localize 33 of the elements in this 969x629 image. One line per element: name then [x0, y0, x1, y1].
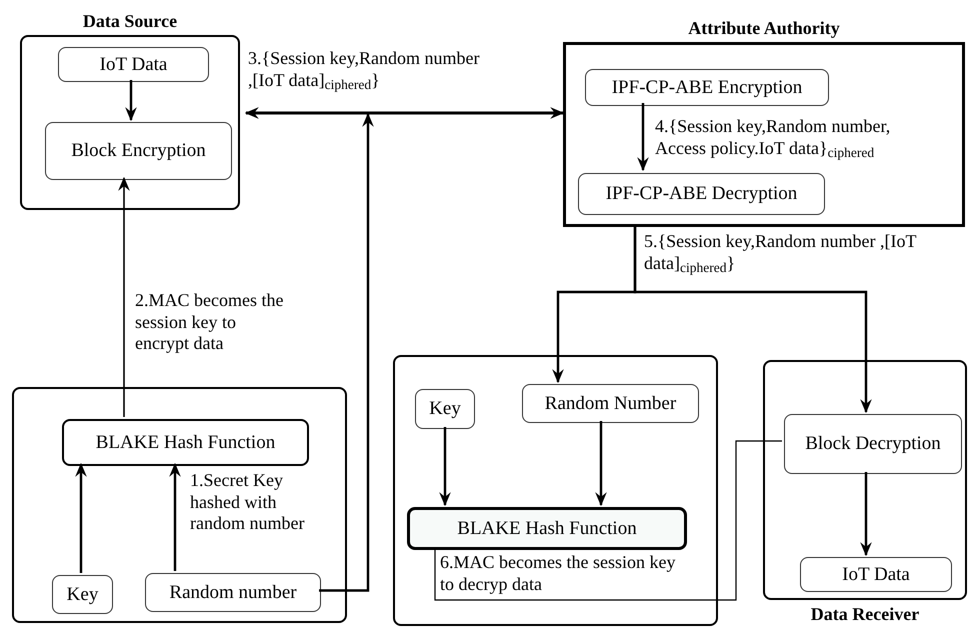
edge-label: 2.MAC becomes the session key to encrypt data [135, 290, 284, 355]
arrow [244, 107, 564, 119]
process-box: Random Number [522, 384, 699, 423]
arrow [595, 421, 607, 506]
arrow [169, 462, 181, 571]
process-box: Key [415, 389, 475, 429]
edge-label: 6.MAC becomes the session key to decryp data [440, 552, 676, 596]
group-heading: Data Receiver [810, 603, 920, 626]
process-box: Block Decryption [784, 414, 962, 474]
arrow [125, 80, 137, 122]
process-box: Random number [145, 573, 321, 612]
edge-label: 5.{Session key,Random number ,[IoT data]$_{ciphered}$} [644, 231, 918, 274]
arrow [319, 112, 374, 592]
process-box: IPF-CP-ABE Encryption [585, 69, 829, 106]
connector-line [434, 440, 782, 601]
arrow [860, 472, 872, 556]
arrow [439, 427, 451, 506]
edge-label: 1.Secret Key hashed with random number [190, 470, 306, 535]
process-box: BLAKE Hash Function [62, 419, 309, 466]
arrow [634, 227, 872, 414]
process-box: IoT Data [800, 557, 952, 592]
group-heading: Data Source [82, 10, 178, 33]
edge-label: 4.{Session key,Random number, Access policy.IoT data}$_{ciphered}$ [655, 116, 892, 160]
arrow [637, 103, 649, 172]
process-box: BLAKE Hash Function [407, 507, 687, 550]
process-box: IPF-CP-ABE Decryption [578, 173, 825, 215]
arrow [118, 176, 130, 417]
arrow [75, 462, 87, 573]
process-box: Key [52, 575, 113, 614]
process-box: Block Encryption [45, 122, 232, 180]
process-box: IoT Data [58, 47, 209, 82]
group-heading: Attribute Authority [687, 17, 841, 40]
edge-label: 3.{Session key,Random number ,[IoT data]$_{ciphered}$} [248, 48, 480, 92]
